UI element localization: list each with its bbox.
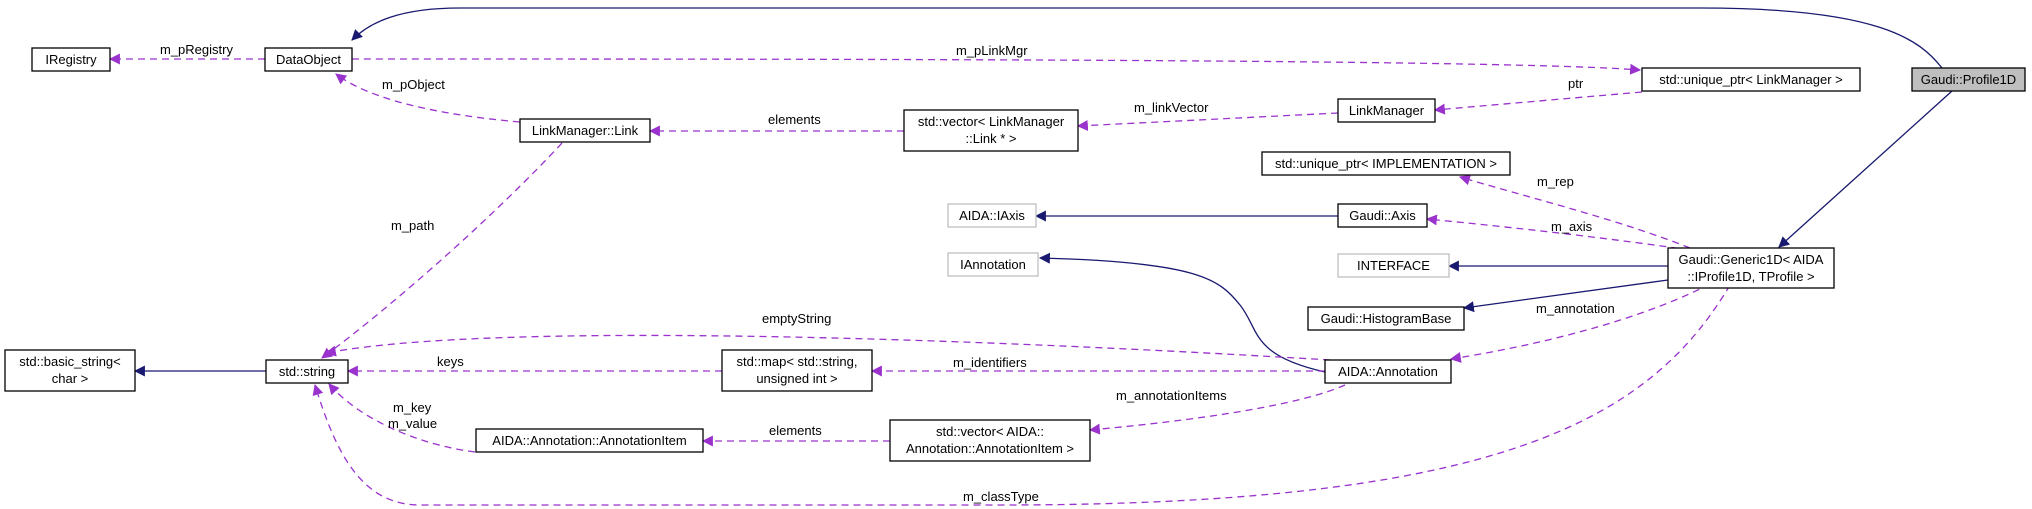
node-vector-linkmanager-link[interactable]: std::vector< LinkManager ::Link * > bbox=[903, 109, 1079, 152]
edge-label-elements-link: elements bbox=[768, 112, 821, 127]
node-std-map[interactable]: std::map< std::string, unsigned int > bbox=[721, 349, 873, 392]
edge-label-m-axis: m_axis bbox=[1551, 219, 1593, 234]
node-std-map-line1: std::map< std::string, bbox=[736, 354, 857, 369]
node-std-string[interactable]: std::string bbox=[265, 359, 349, 384]
edges bbox=[108, 7, 1953, 506]
edge-profile1d-to-generic1d bbox=[1778, 90, 1953, 248]
node-gaudi-histogrambase-label: Gaudi::HistogramBase bbox=[1321, 311, 1452, 326]
edge-dataobject-to-uniqueptr bbox=[351, 58, 1642, 75]
edge-label-m-path: m_path bbox=[391, 218, 434, 233]
node-vector-linkmanager-link-line2: ::Link * > bbox=[966, 131, 1017, 146]
node-interface-label: INTERFACE bbox=[1357, 258, 1430, 273]
node-aida-annotation[interactable]: AIDA::Annotation bbox=[1324, 359, 1452, 384]
edge-label-m-identifiers: m_identifiers bbox=[953, 355, 1027, 370]
node-gaudi-generic1d-line1: Gaudi::Generic1D< AIDA bbox=[1679, 252, 1824, 267]
node-gaudi-generic1d-line2: ::IProfile1D, TProfile > bbox=[1687, 269, 1814, 284]
node-vector-annotation-item-line2: Annotation::AnnotationItem > bbox=[906, 441, 1074, 456]
node-linkmanager[interactable]: LinkManager bbox=[1337, 98, 1436, 123]
node-gaudi-axis-label: Gaudi::Axis bbox=[1349, 208, 1416, 223]
node-gaudi-profile1d[interactable]: Gaudi::Profile1D bbox=[1911, 67, 2026, 92]
node-unique-ptr-linkmanager-label: std::unique_ptr< LinkManager > bbox=[1659, 72, 1843, 87]
node-iregistry[interactable]: IRegistry bbox=[31, 47, 111, 72]
node-iannotation[interactable]: IAnnotation bbox=[947, 252, 1039, 277]
node-std-basic-string-line2: char > bbox=[52, 371, 89, 386]
node-std-map-line2: unsigned int > bbox=[756, 371, 837, 386]
edge-label-m-pregistry: m_pRegistry bbox=[160, 42, 233, 57]
node-std-basic-string[interactable]: std::basic_string< char > bbox=[4, 349, 136, 392]
node-vector-annotation-item-line1: std::vector< AIDA:: bbox=[936, 424, 1044, 439]
edge-label-m-classtype: m_classType bbox=[963, 489, 1039, 504]
node-gaudi-profile1d-label: Gaudi::Profile1D bbox=[1921, 72, 2016, 87]
node-gaudi-generic1d[interactable]: Gaudi::Generic1D< AIDA ::IProfile1D, TPr… bbox=[1667, 247, 1835, 289]
edge-link-to-stdstring bbox=[321, 142, 563, 359]
edge-label-m-linkvector: m_linkVector bbox=[1134, 100, 1209, 115]
node-linkmanager-link[interactable]: LinkManager::Link bbox=[519, 118, 651, 143]
node-unique-ptr-linkmanager[interactable]: std::unique_ptr< LinkManager > bbox=[1641, 67, 1861, 92]
edge-generic1d-to-stdstring-classtype bbox=[312, 284, 1731, 506]
edge-generic1d-to-gaudiaxis bbox=[1425, 214, 1691, 251]
node-linkmanager-link-label: LinkManager::Link bbox=[532, 123, 639, 138]
node-aida-iaxis[interactable]: AIDA::IAxis bbox=[947, 203, 1037, 228]
node-gaudi-histogrambase[interactable]: Gaudi::HistogramBase bbox=[1307, 306, 1465, 331]
node-std-basic-string-line1: std::basic_string< bbox=[19, 354, 121, 369]
node-linkmanager-label: LinkManager bbox=[1349, 103, 1425, 118]
nodes: Gaudi::Profile1D DataObject IRegistry st… bbox=[4, 47, 2026, 462]
edge-generic1d-to-annotation bbox=[1449, 283, 1711, 363]
node-gaudi-axis[interactable]: Gaudi::Axis bbox=[1337, 203, 1428, 228]
edge-annotation-to-iannotation bbox=[1038, 252, 1326, 373]
edge-labels: m_pRegistry m_pLinkMgr m_pObject ptr m_l… bbox=[160, 42, 1615, 504]
node-vector-annotation-item[interactable]: std::vector< AIDA:: Annotation::Annotati… bbox=[889, 419, 1091, 462]
node-interface[interactable]: INTERFACE bbox=[1337, 253, 1450, 278]
edge-label-m-annotationitems: m_annotationItems bbox=[1116, 388, 1227, 403]
node-iregistry-label: IRegistry bbox=[45, 52, 97, 67]
edge-label-ptr: ptr bbox=[1568, 76, 1584, 91]
edge-label-emptystring: emptyString bbox=[762, 311, 831, 326]
edge-label-m-value: m_value bbox=[388, 416, 437, 431]
edge-label-m-rep: m_rep bbox=[1537, 174, 1574, 189]
node-unique-ptr-implementation[interactable]: std::unique_ptr< IMPLEMENTATION > bbox=[1261, 151, 1511, 176]
edge-generic1d-to-histogrambase bbox=[1462, 279, 1669, 313]
node-std-string-label: std::string bbox=[279, 364, 335, 379]
edge-item-to-stdstring bbox=[328, 383, 476, 453]
edge-label-m-annotation: m_annotation bbox=[1536, 301, 1615, 316]
edge-uniqueptr-to-linkmanager bbox=[1433, 91, 1643, 115]
node-aida-iaxis-label: AIDA::IAxis bbox=[959, 208, 1025, 223]
edge-label-m-pobject: m_pObject bbox=[382, 77, 445, 92]
node-dataobject[interactable]: DataObject bbox=[264, 47, 353, 72]
node-iannotation-label: IAnnotation bbox=[960, 257, 1026, 272]
edge-label-m-plinkmgr: m_pLinkMgr bbox=[956, 43, 1028, 58]
edge-label-keys: keys bbox=[437, 354, 464, 369]
node-dataobject-label: DataObject bbox=[276, 52, 341, 67]
edge-label-m-key: m_key bbox=[393, 400, 432, 415]
edge-profile1d-to-dataobject bbox=[351, 7, 1943, 69]
edge-label-elements-item: elements bbox=[769, 423, 822, 438]
node-vector-linkmanager-link-line1: std::vector< LinkManager bbox=[918, 114, 1065, 129]
edge-link-to-dataobject bbox=[335, 73, 521, 123]
edge-generic1d-to-uniqueptr-impl bbox=[1458, 174, 1691, 249]
node-unique-ptr-implementation-label: std::unique_ptr< IMPLEMENTATION > bbox=[1275, 156, 1497, 171]
node-aida-annotation-label: AIDA::Annotation bbox=[1338, 364, 1438, 379]
node-aida-annotation-item-label: AIDA::Annotation::AnnotationItem bbox=[492, 433, 686, 448]
edge-annotation-to-vector-annot bbox=[1088, 384, 1346, 435]
node-aida-annotation-item[interactable]: AIDA::Annotation::AnnotationItem bbox=[475, 428, 704, 453]
edge-linkmanager-to-vector bbox=[1076, 112, 1339, 131]
